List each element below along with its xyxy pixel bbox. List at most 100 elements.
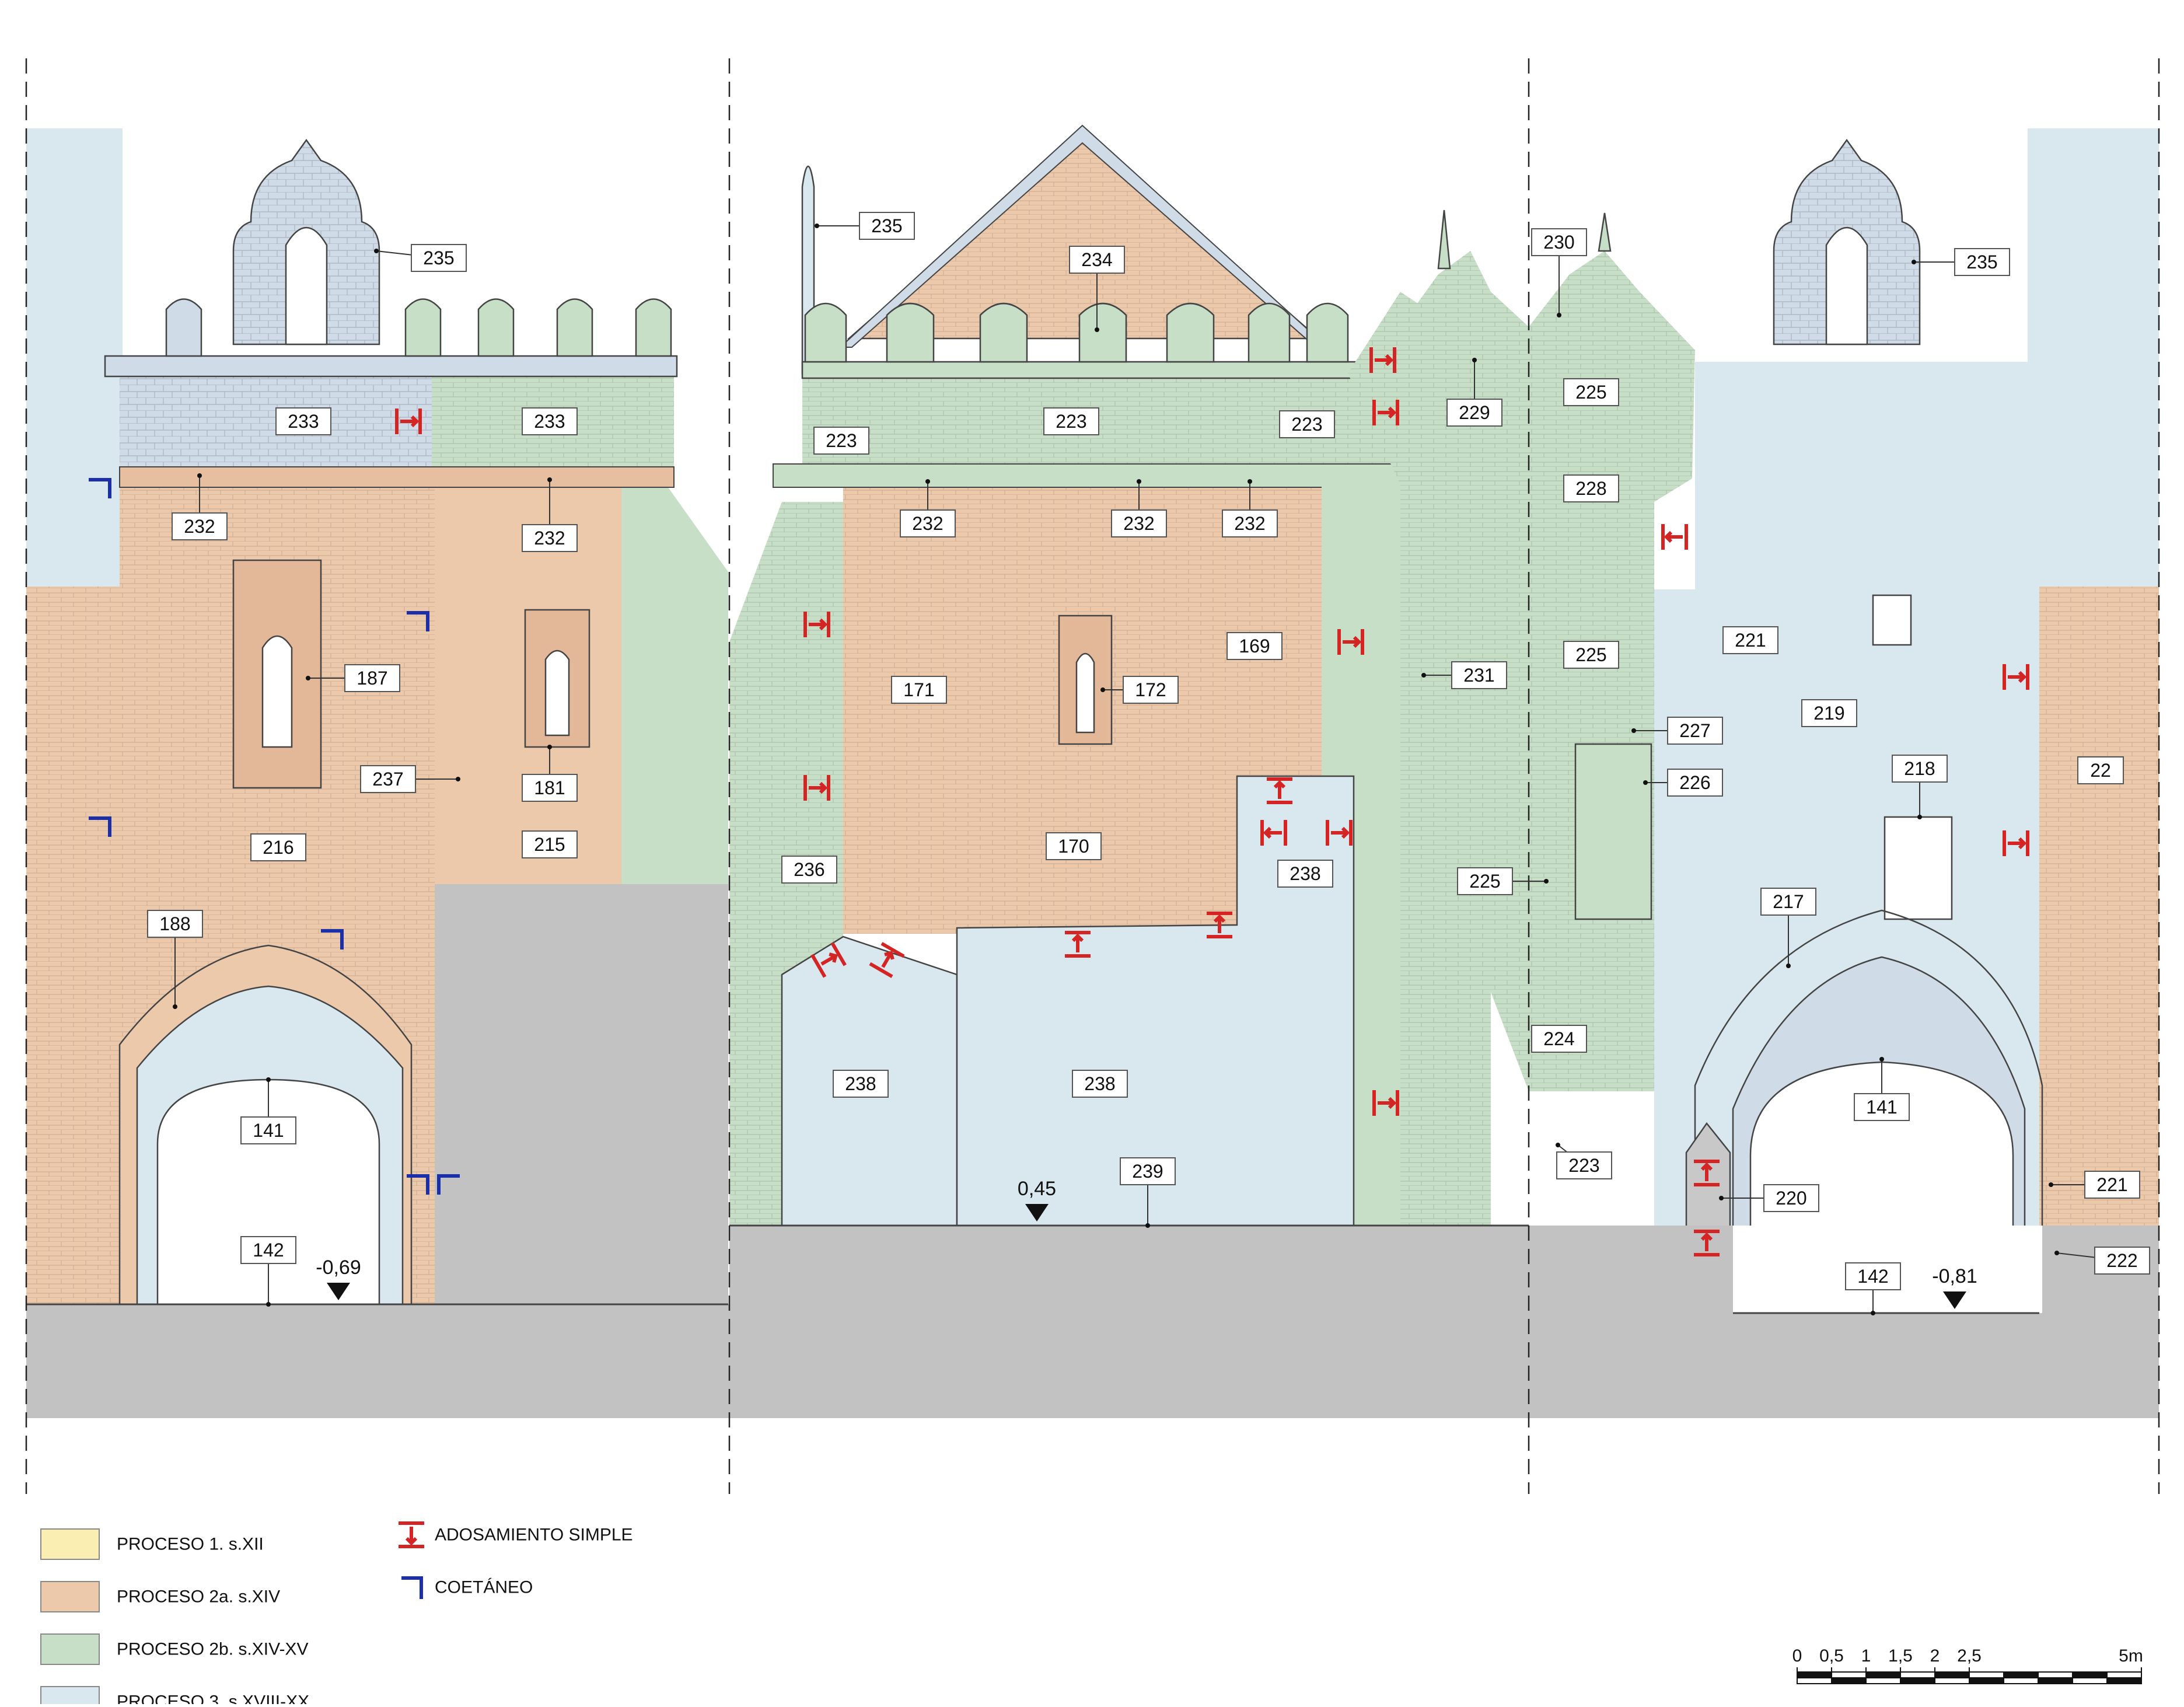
coetaneo-icon [89, 478, 111, 498]
leader-dot [925, 479, 930, 484]
unit-label: 142 [1845, 1262, 1901, 1315]
label-text: 222 [2106, 1250, 2137, 1271]
unit-label: 235 [815, 212, 915, 240]
label-box [1845, 1262, 1901, 1290]
label-text: 231 [1463, 665, 1494, 686]
label-text: 239 [1132, 1161, 1163, 1182]
label-box [891, 676, 947, 704]
adosamiento-icon [803, 612, 830, 637]
label-box [1046, 832, 1102, 860]
unit-label: 141 [240, 1077, 296, 1144]
adosamiento-icon [1372, 400, 1399, 425]
label-box [360, 765, 416, 793]
scale-segment [2038, 1671, 2073, 1678]
window-181 [524, 609, 590, 748]
unit-label: 232 [522, 477, 578, 552]
unit-label: 187 [306, 664, 400, 692]
label-text: 218 [1904, 758, 1935, 779]
adosamiento-icon [869, 942, 905, 978]
label-box [1563, 378, 1619, 406]
adosamiento-icon [399, 1521, 424, 1548]
leader-dot [2049, 1182, 2053, 1187]
label-box [1457, 867, 1513, 895]
scale-tick-label: 0 [1792, 1646, 1802, 1666]
ground-left [435, 884, 728, 1304]
label-box [833, 1070, 889, 1098]
adosamiento-icon [1694, 1160, 1720, 1186]
unit-label: 221 [1722, 626, 1778, 654]
adosamiento-icon [1065, 931, 1091, 958]
label-text: 141 [1866, 1097, 1897, 1118]
label-box [2094, 1247, 2150, 1275]
unit-label: 142 [240, 1236, 296, 1307]
scale-segment [2072, 1671, 2108, 1678]
label-box [522, 524, 578, 552]
unit-label: 225 [1457, 867, 1549, 895]
leader-dot [1145, 1223, 1150, 1228]
unit-label: 232 [172, 473, 228, 540]
section-left [26, 128, 729, 1418]
scale-segment [2106, 1671, 2142, 1678]
unit-label: 218 [1892, 755, 1948, 819]
legend-label: PROCESO 3. s.XVIII-XX [117, 1692, 309, 1705]
label-box [240, 1236, 296, 1264]
coetaneo-icon [407, 1174, 429, 1195]
label-text: 238 [1084, 1073, 1115, 1094]
label-text: 223 [1568, 1155, 1599, 1176]
unit-label: 231 [1421, 661, 1507, 689]
label-text: 223 [826, 430, 857, 451]
coetaneo-icon [321, 929, 344, 950]
scale-segment [1900, 1671, 1935, 1678]
label-box [172, 512, 228, 540]
leader-dot [374, 249, 379, 253]
label-box [1222, 509, 1278, 537]
leader-dot [547, 745, 552, 749]
level-triangle-icon [1943, 1291, 1966, 1309]
label-text: 232 [912, 513, 943, 534]
leader-dot [1137, 479, 1141, 484]
leader-dot [266, 1077, 271, 1082]
label-box [1563, 641, 1619, 669]
tower-right-top [2028, 128, 2159, 589]
adosamiento-icon [1694, 1230, 1720, 1256]
scale-tick-label: 2 [1930, 1646, 1940, 1666]
label-text: 233 [534, 411, 565, 432]
scale-segment [1969, 1677, 2004, 1684]
window-187 [232, 559, 322, 789]
unit-label: 230 [1531, 228, 1587, 317]
axis-lines [25, 58, 2160, 1494]
label-text: 230 [1543, 232, 1574, 253]
scale-tick-label: 5m [2119, 1646, 2143, 1666]
label-box [1556, 1151, 1612, 1179]
label-text: 219 [1813, 703, 1844, 724]
label-box [1760, 888, 1816, 916]
label-text: 235 [1966, 252, 1997, 273]
label-box [1279, 410, 1335, 438]
leader-dot [266, 1302, 271, 1307]
leader-dot [1556, 1143, 1560, 1147]
unit-label: 229 [1446, 358, 1502, 427]
leader-dot [197, 473, 202, 478]
label-text: 226 [1679, 772, 1710, 793]
label-text: 170 [1058, 836, 1089, 857]
unit-label: 223 [1043, 407, 1099, 435]
scale-tick-label: 1 [1861, 1646, 1871, 1666]
annex-2b [621, 487, 728, 884]
label-text: 228 [1575, 478, 1606, 499]
unit-label: 232 [900, 479, 956, 537]
label-box [147, 910, 203, 938]
label-text: 223 [1056, 411, 1086, 432]
legend-label: COETÁNEO [435, 1578, 533, 1597]
label-box [1277, 860, 1333, 888]
label-box [522, 830, 578, 858]
legend-process-item: PROCESO 2b. s.XIV-XV [40, 1633, 308, 1665]
unit-label: 238 [833, 1070, 889, 1098]
label-text: 238 [845, 1073, 876, 1094]
level-markers: -0,690,45-0,81 [316, 1178, 1977, 1309]
scale-segment [2106, 1677, 2142, 1684]
unit-label: 236 [781, 856, 837, 884]
label-text: 225 [1575, 382, 1606, 403]
